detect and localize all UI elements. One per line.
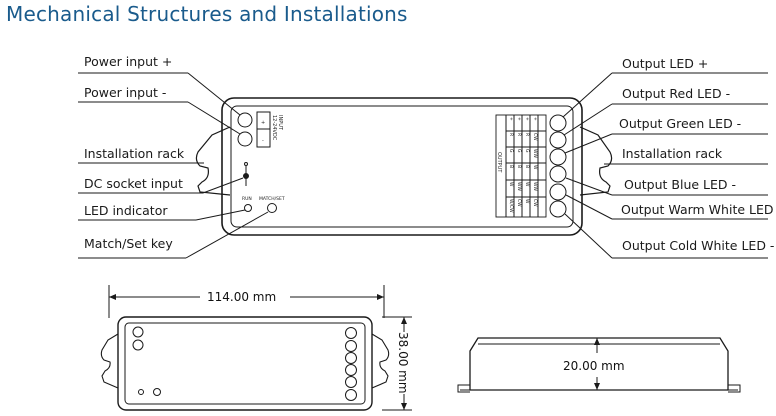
label-output-cold-white: Output Cold White LED - [622, 238, 775, 253]
output-cell-label: + [508, 117, 514, 121]
power-minus-terminal [237, 131, 253, 147]
output-terminal-6 [549, 200, 567, 218]
output-cell-label: R [516, 133, 522, 136]
label-match-set-key: Match/Set key [84, 236, 173, 251]
output-terminal-3 [549, 148, 567, 166]
input-label: INPUT [277, 115, 283, 131]
output-cell-label: W [524, 182, 530, 187]
label-output-warm-white: Output Warm White LED - [621, 202, 776, 217]
output-cell-label: B [508, 165, 514, 168]
output-cell-label: B [516, 165, 522, 168]
output-terminal-1 [549, 114, 567, 132]
label-installation-rack-right: Installation rack [622, 146, 723, 161]
output-cell-label: WW [532, 182, 538, 191]
label-dc-socket-input: DC socket input [84, 176, 183, 191]
label-led-indicator: LED indicator [84, 203, 168, 218]
match-set-label: MATCH/SET [259, 196, 285, 202]
power-plus-mark: + [261, 120, 265, 126]
run-label: RUN [242, 196, 252, 202]
output-cell-label: WW [516, 182, 522, 191]
output-cell-label: W [532, 165, 538, 170]
device-body-outer [221, 97, 583, 236]
label-power-input-minus: Power input - [84, 85, 167, 100]
dimension-width: 38.00 mm [396, 332, 410, 394]
output-terminal-2 [549, 131, 567, 149]
output-cell-label: W [508, 182, 514, 187]
output-cell-label: R [524, 133, 530, 136]
output-cell-label: CW [532, 133, 538, 141]
dimension-height: 20.00 mm [563, 359, 625, 373]
output-cell-label: G [508, 149, 514, 153]
output-cell-label: + [524, 117, 530, 121]
label-output-blue: Output Blue LED - [624, 177, 736, 192]
output-terminal-5 [549, 183, 567, 201]
input-voltage-label: 12-24VDC [271, 115, 277, 141]
output-cell-label: W/CW [508, 199, 514, 213]
output-terminal-block [495, 114, 547, 218]
left-mounting-ear [195, 126, 231, 196]
power-minus-mark: - [262, 138, 264, 144]
output-cell-label: + [516, 117, 522, 121]
label-output-red: Output Red LED - [622, 86, 731, 101]
power-plus-terminal [237, 112, 253, 128]
output-cell-label: CW [516, 199, 522, 207]
output-terminal-4 [549, 165, 567, 183]
output-cell-label: + [532, 117, 538, 121]
output-cell-label: CW [532, 199, 538, 207]
output-cell-label: G [524, 149, 530, 153]
output-cell-label: G [516, 149, 522, 153]
match-set-key-button [267, 203, 277, 213]
label-installation-rack-left: Installation rack [84, 146, 185, 161]
bottom-view-body-inner [124, 322, 366, 405]
right-mounting-ear [579, 126, 613, 196]
device-body-inner [230, 105, 574, 228]
dimension-length: 114.00 mm [207, 290, 276, 304]
label-output-green: Output Green LED - [619, 116, 742, 131]
label-output-led-plus: Output LED + [622, 56, 709, 71]
label-power-input-plus: Power input + [84, 54, 173, 69]
output-cell-label: B [524, 165, 530, 168]
output-cell-label: WW [532, 149, 538, 158]
output-cell-label: R [508, 133, 514, 136]
led-indicator-light [244, 204, 252, 212]
output-label: OUTPUT [496, 152, 502, 173]
output-cell-label: W [524, 199, 530, 204]
bottom-view-body-outer [117, 316, 373, 411]
page-title: Mechanical Structures and Installations [6, 2, 408, 26]
